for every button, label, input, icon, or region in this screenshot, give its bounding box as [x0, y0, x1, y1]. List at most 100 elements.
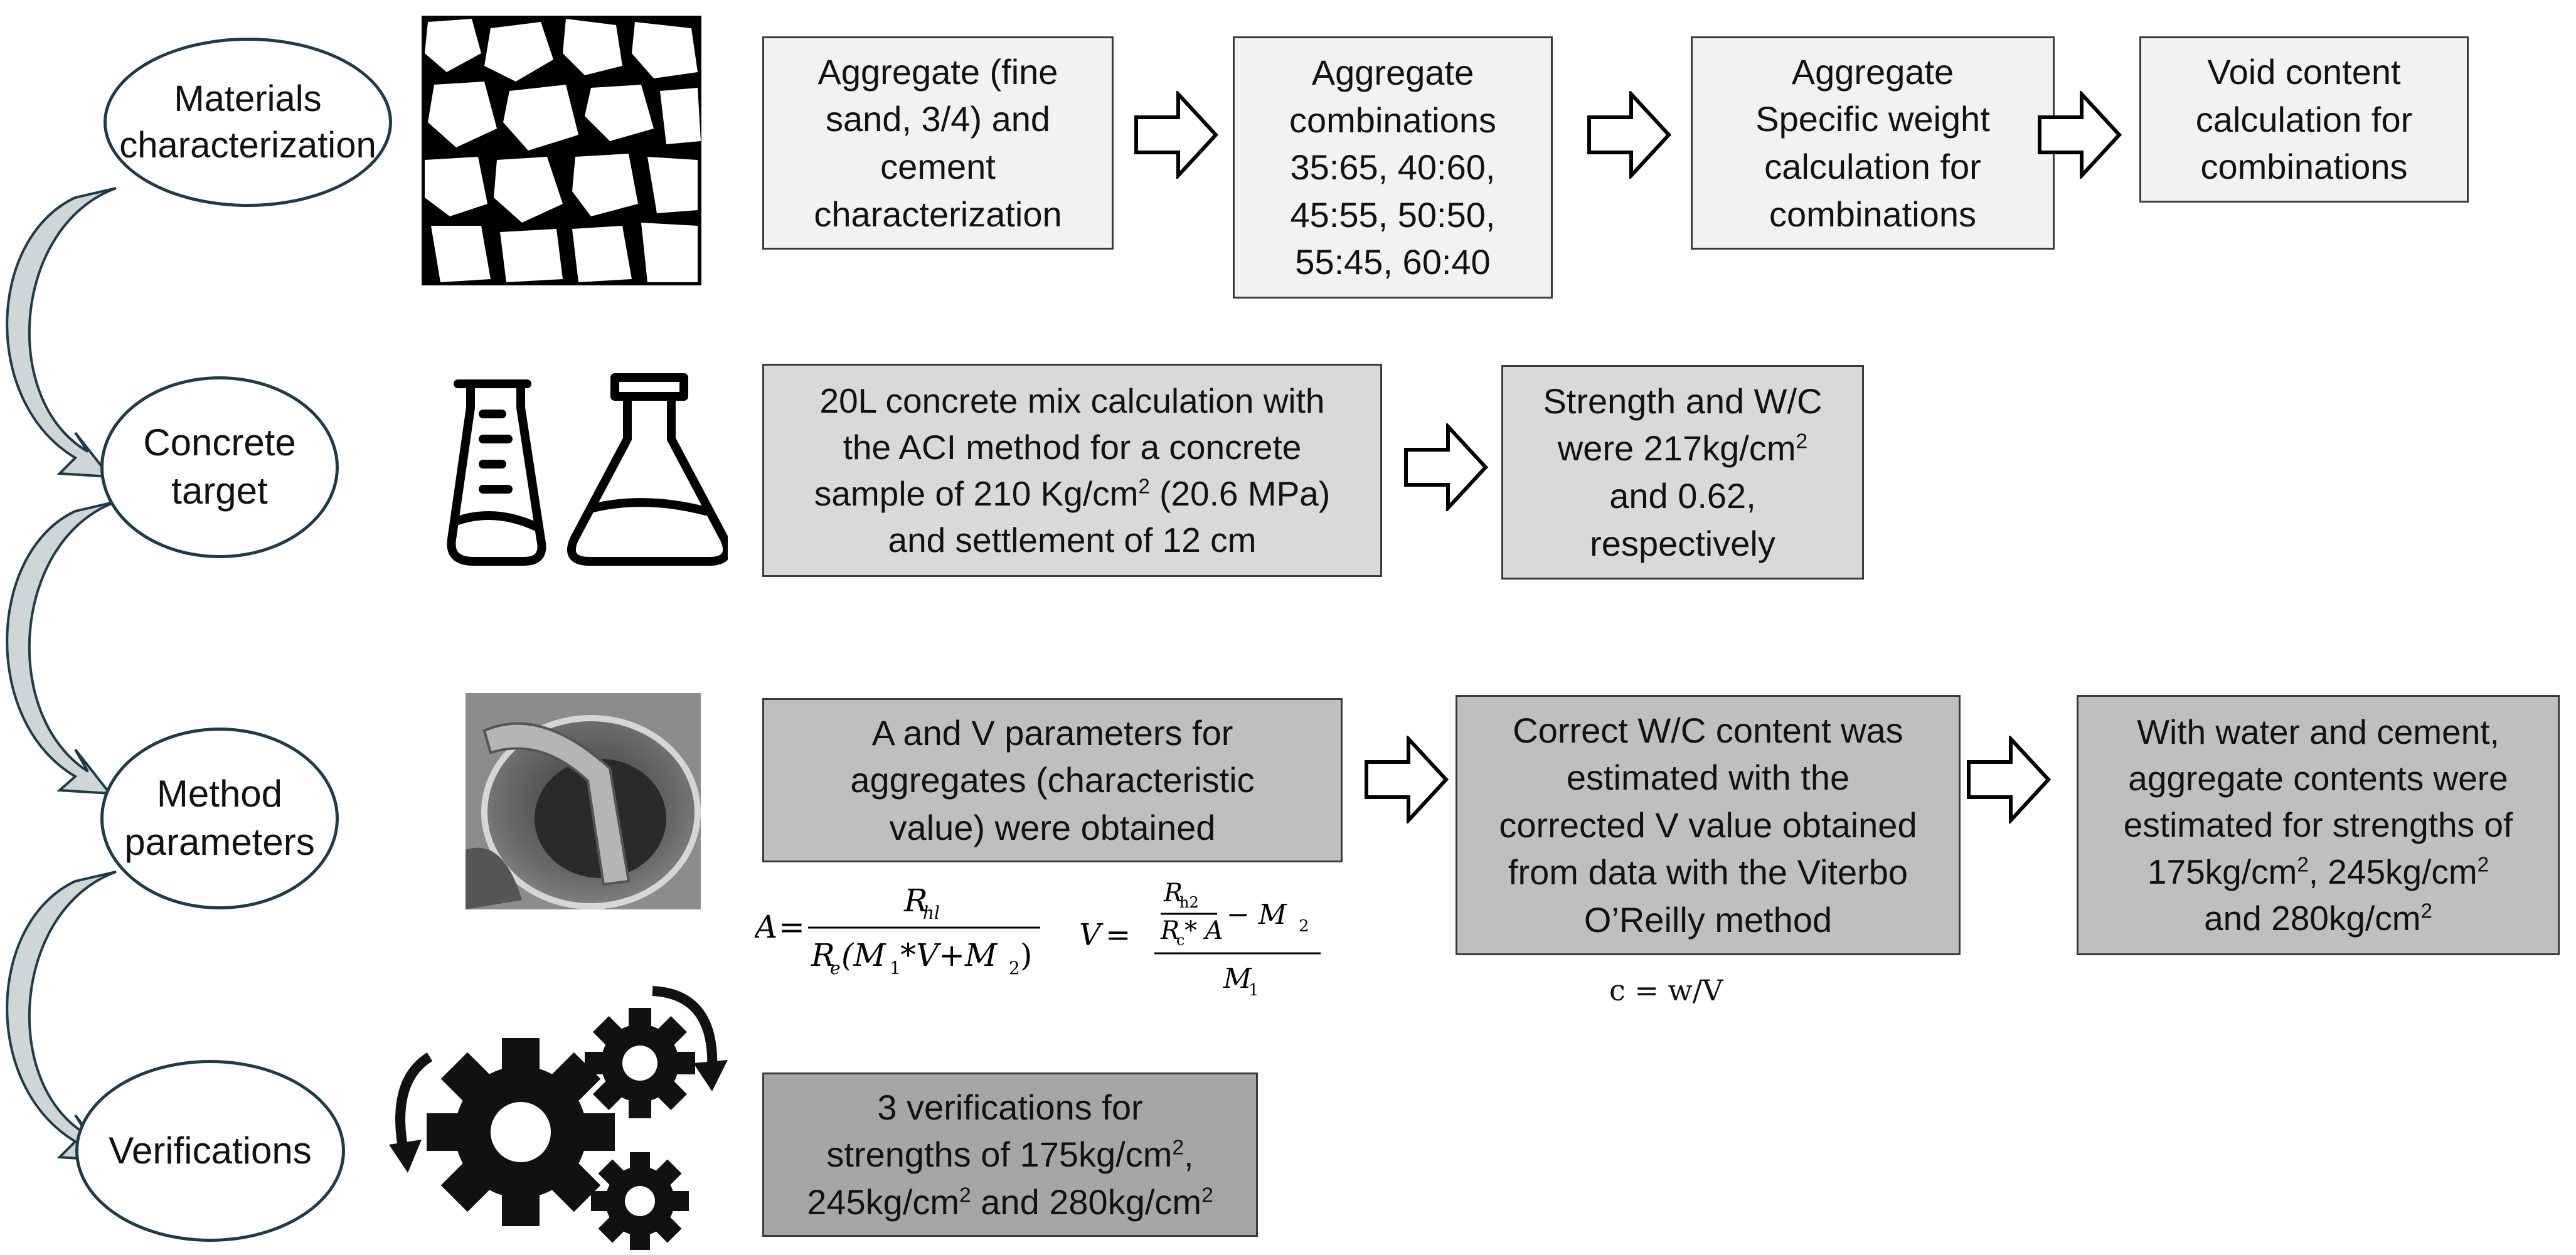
formula-equals: =	[779, 909, 805, 945]
text-part: , 245kg/cm	[2308, 852, 2478, 891]
text-line: were 217kg/cm2	[1543, 425, 1822, 472]
formula-v-graphic: V = R h2 R c * A − M 2 M 1	[1079, 879, 1321, 1000]
text-line: 175kg/cm2, 245kg/cm2	[2124, 849, 2513, 895]
formula-symbol: − M	[1227, 899, 1287, 931]
text-line: Strength and W/C	[1543, 381, 1823, 421]
gravel-image	[422, 16, 701, 285]
formula-subscript: h2	[1179, 894, 1199, 911]
box-text: 20L concrete mix calculation with the AC…	[814, 378, 1330, 564]
right-arrow-icon	[1134, 91, 1219, 179]
superscript: 2	[2297, 852, 2309, 876]
stage-materials-characterization: Materials characterization	[104, 38, 392, 207]
text-line: and 280kg/cm2	[2124, 895, 2513, 941]
box-text: Strength and W/C were 217kg/cm2 and 0.62…	[1543, 378, 1822, 567]
right-arrow-icon	[1404, 423, 1489, 511]
box-specific-weight: Aggregate Specific weight calculation fo…	[1691, 36, 2055, 250]
text-line: aggregate contents were	[2128, 759, 2508, 798]
formula-symbol: V	[1079, 918, 1104, 953]
curved-arrow-2	[6, 500, 117, 795]
right-arrow-icon	[2038, 91, 2122, 179]
beaker-flask-icon	[447, 373, 728, 566]
box-verifications: 3 verifications for strengths of 175kg/c…	[762, 1072, 1258, 1237]
formula-c: c = w/V	[1609, 973, 1723, 1007]
formula-a: A = R hl R e (M 1 *V+M 2 )	[752, 875, 1050, 982]
text-part: 245kg/cm	[807, 1182, 960, 1222]
formula-symbol: )	[1020, 937, 1033, 973]
box-void-content: Void content calculation for combination…	[2139, 36, 2469, 203]
box-correct-wc-content: Correct W/C content was estimated with t…	[1456, 695, 1961, 955]
text-part: 175kg/cm	[2147, 852, 2297, 891]
formula-subscript: 2	[1009, 958, 1020, 978]
gears-icon	[389, 986, 728, 1250]
box-text: 3 verifications for strengths of 175kg/c…	[807, 1084, 1213, 1226]
superscript: 2	[1138, 474, 1150, 498]
text-line: sample of 210 Kg/cm2 (20.6 MPa)	[814, 470, 1330, 517]
formula-a-graphic: A = R hl R e (M 1 *V+M 2 )	[752, 882, 1040, 978]
text-part: sample of 210 Kg/cm	[814, 474, 1139, 513]
box-aggregate-contents-estimated: With water and cement, aggregate content…	[2077, 695, 2560, 955]
box-text: With water and cement, aggregate content…	[2124, 709, 2513, 941]
text-part: ,	[1184, 1135, 1194, 1175]
text-part: (20.6 MPa)	[1149, 474, 1331, 513]
formula-equals: =	[1105, 918, 1131, 953]
formula-subscript: hl	[923, 903, 940, 923]
text-line: and settlement of 12 cm	[888, 521, 1257, 560]
concrete-mixer-image	[466, 693, 701, 909]
text-line: the ACI method for a concrete	[843, 427, 1302, 467]
formula-symbol: A	[755, 909, 777, 945]
formula-subscript: c	[1176, 931, 1184, 949]
text-line: 20L concrete mix calculation with	[819, 381, 1325, 420]
curved-arrow-1	[6, 187, 117, 479]
text-part: were 217kg/cm	[1557, 428, 1796, 469]
superscript: 2	[2477, 852, 2489, 876]
stage-label: Materials characterization	[119, 78, 376, 166]
stage-verifications: Verifications	[75, 1060, 345, 1242]
formula-symbol: * A	[1184, 916, 1223, 945]
superscript: 2	[1172, 1136, 1184, 1160]
text-line: respectively	[1590, 523, 1775, 563]
box-text: A and V parameters for aggregates (chara…	[850, 712, 1255, 847]
formula-symbol: (M	[841, 937, 887, 973]
formula-symbol: R	[1163, 879, 1183, 908]
text-line: With water and cement,	[2137, 712, 2499, 751]
formula-subscript: 1	[890, 958, 901, 978]
stage-label: Concrete target	[143, 421, 296, 512]
box-text: Aggregate combinations 35:65, 40:60, 45:…	[1289, 53, 1496, 282]
superscript: 2	[1201, 1184, 1213, 1207]
superscript: 2	[1796, 430, 1808, 453]
stage-label: Verifications	[109, 1129, 312, 1172]
text-line: strengths of 175kg/cm2,	[807, 1131, 1213, 1178]
box-a-v-parameters: A and V parameters for aggregates (chara…	[762, 698, 1343, 862]
formula-subscript: 1	[1248, 981, 1259, 1000]
stage-method-parameters: Method parameters	[100, 728, 339, 909]
box-text: Aggregate Specific weight calculation fo…	[1755, 51, 1990, 234]
text-line: 3 verifications for	[877, 1087, 1143, 1127]
right-arrow-icon	[1587, 91, 1672, 179]
formula-symbol: *V+M	[900, 937, 998, 973]
box-aggregate-cement-characterization: Aggregate (fine sand, 3/4) and cement ch…	[762, 36, 1114, 250]
formula-v: V = R h2 R c * A − M 2 M 1	[1073, 875, 1336, 1007]
formula-symbol: M	[1223, 963, 1252, 995]
text-line: and 0.62,	[1609, 476, 1756, 516]
box-text: Aggregate (fine sand, 3/4) and cement ch…	[814, 51, 1062, 234]
box-aggregate-combinations: Aggregate combinations 35:65, 40:60, 45:…	[1233, 36, 1553, 299]
stage-concrete-target: Concrete target	[100, 376, 339, 558]
formula-symbol: R	[1160, 916, 1179, 945]
formula-subscript: e	[830, 958, 841, 978]
text-line: 245kg/cm2 and 280kg/cm2	[807, 1178, 1213, 1226]
superscript: 2	[2420, 899, 2432, 923]
box-strength-wc-result: Strength and W/C were 217kg/cm2 and 0.62…	[1501, 365, 1864, 580]
text-part: and 280kg/cm	[2204, 898, 2421, 938]
text-part: strengths of 175kg/cm	[826, 1135, 1173, 1175]
formula-text: c = w/V	[1609, 973, 1723, 1007]
box-text: Correct W/C content was estimated with t…	[1499, 710, 1917, 940]
text-line: estimated for strengths of	[2123, 805, 2513, 845]
formula-symbol: R	[811, 937, 835, 973]
text-part: and 280kg/cm	[971, 1182, 1202, 1222]
formula-subscript: 2	[1299, 917, 1309, 936]
superscript: 2	[959, 1184, 971, 1207]
right-arrow-icon	[1967, 736, 2052, 823]
stage-label: Method parameters	[124, 773, 315, 863]
box-text: Void content calculation for combination…	[2195, 52, 2413, 187]
